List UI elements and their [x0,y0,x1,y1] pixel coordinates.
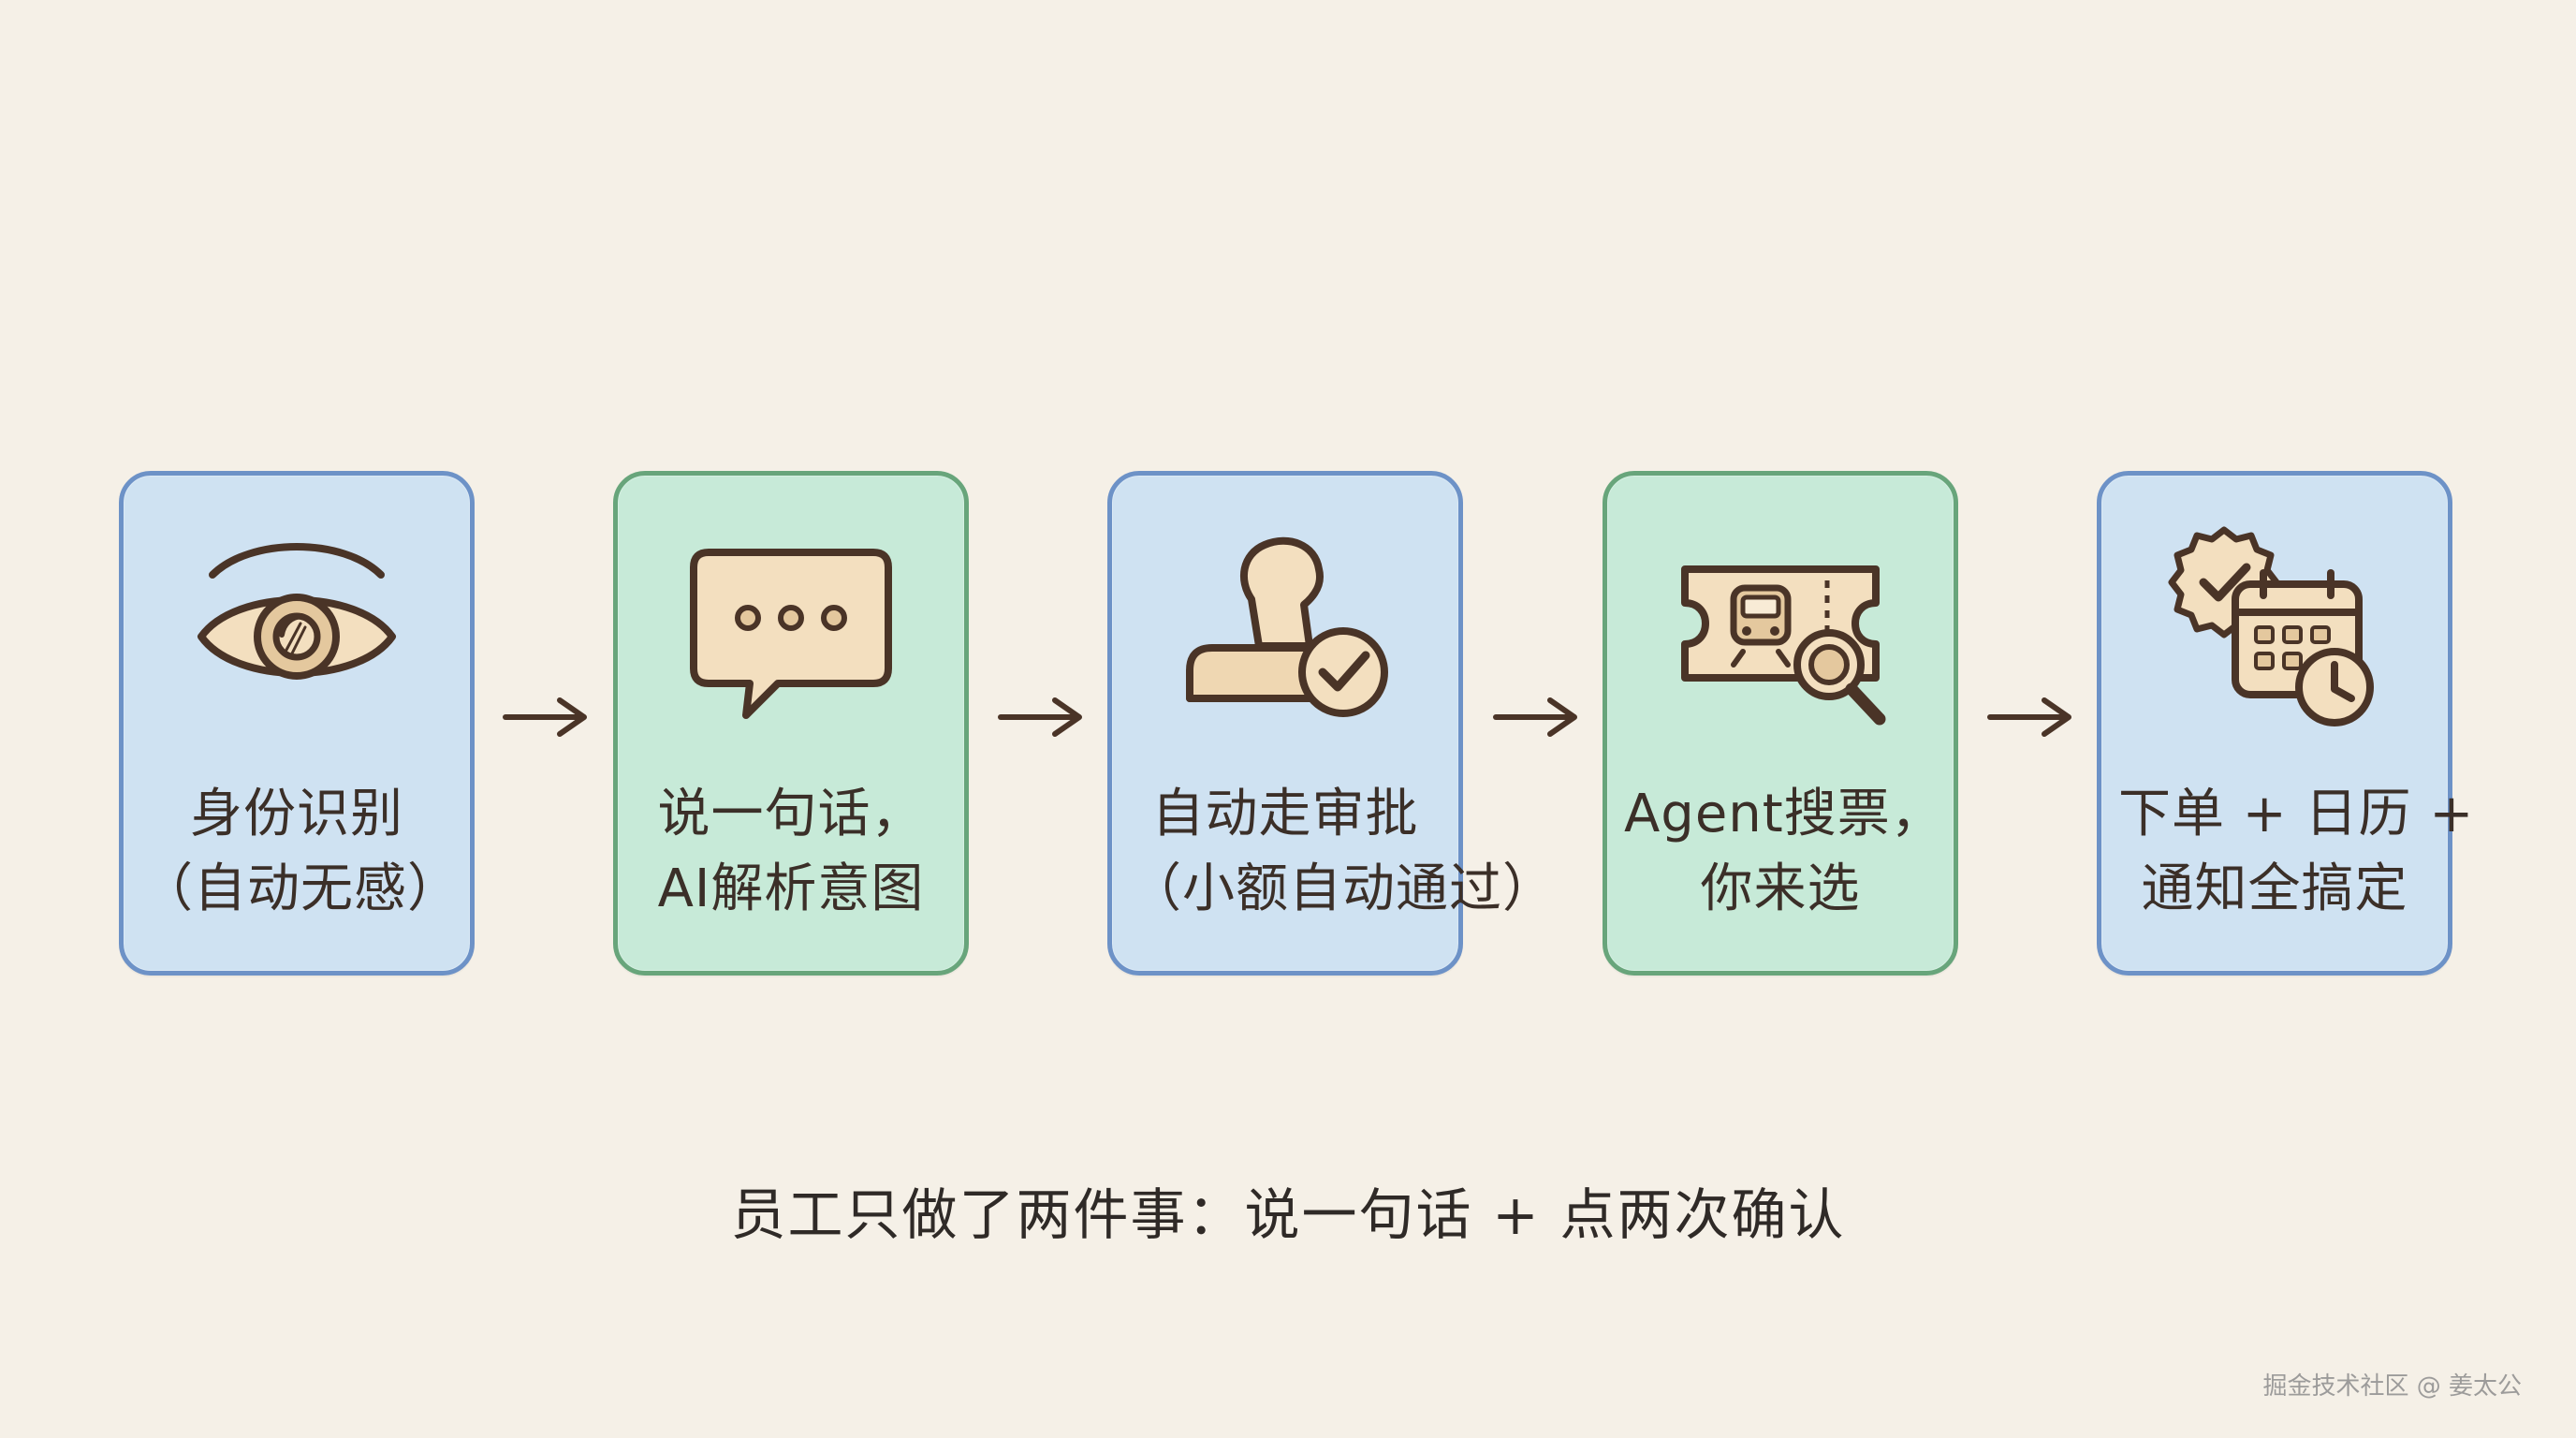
step-label-line2: （小额自动通过） [1129,858,1556,919]
step-label-line1: 说一句话， [657,784,925,844]
step-card-identity: 身份识别 （自动无感） [119,471,475,976]
step-card-approval: 自动走审批 （小额自动通过） [1107,471,1556,976]
arrow-right-icon [998,697,1082,737]
step-label-line2: （自动无感） [140,858,461,919]
step-label-line1: 自动走审批 [1151,784,1419,844]
eye-icon [198,543,396,680]
step-label-approval: 自动走审批 （小额自动通过） [1129,777,1556,927]
summary-caption: 员工只做了两件事：说一句话 + 点两次确认 [730,1182,1846,1247]
step-card-order-complete: 下单 + 日历 + 通知全搞定 [2097,471,2475,976]
step-label-identity: 身份识别 （自动无感） [140,777,461,927]
train-ticket-search-icon [1681,565,1886,726]
arrow-right-icon [1493,697,1577,737]
step-label-order-complete: 下单 + 日历 + 通知全搞定 [2118,777,2475,927]
step-label-line2: AI解析意图 [657,858,925,919]
arrow-right-icon [503,697,587,737]
step-label-line1: Agent搜票， [1624,784,1944,844]
calendar-check-clock-icon [2168,526,2374,726]
step-label-ticket-search: Agent搜票， 你来选 [1624,777,1944,927]
step-card-intent: 说一句话， AI解析意图 [613,471,969,976]
step-label-line1: 身份识别 [190,784,403,844]
step-label-line2: 你来选 [1700,858,1861,919]
stamp-check-icon [1186,536,1388,717]
arrow-right-icon [1987,697,2071,737]
watermark: 掘金技术社区 @ 姜太公 [2262,1372,2522,1401]
step-label-intent: 说一句话， AI解析意图 [635,777,947,927]
chat-bubble-icon [690,549,892,719]
step-label-line2: 通知全搞定 [2141,858,2408,919]
step-label-line1: 下单 + 日历 + [2118,784,2475,844]
step-card-ticket-search: Agent搜票， 你来选 [1603,471,1958,976]
